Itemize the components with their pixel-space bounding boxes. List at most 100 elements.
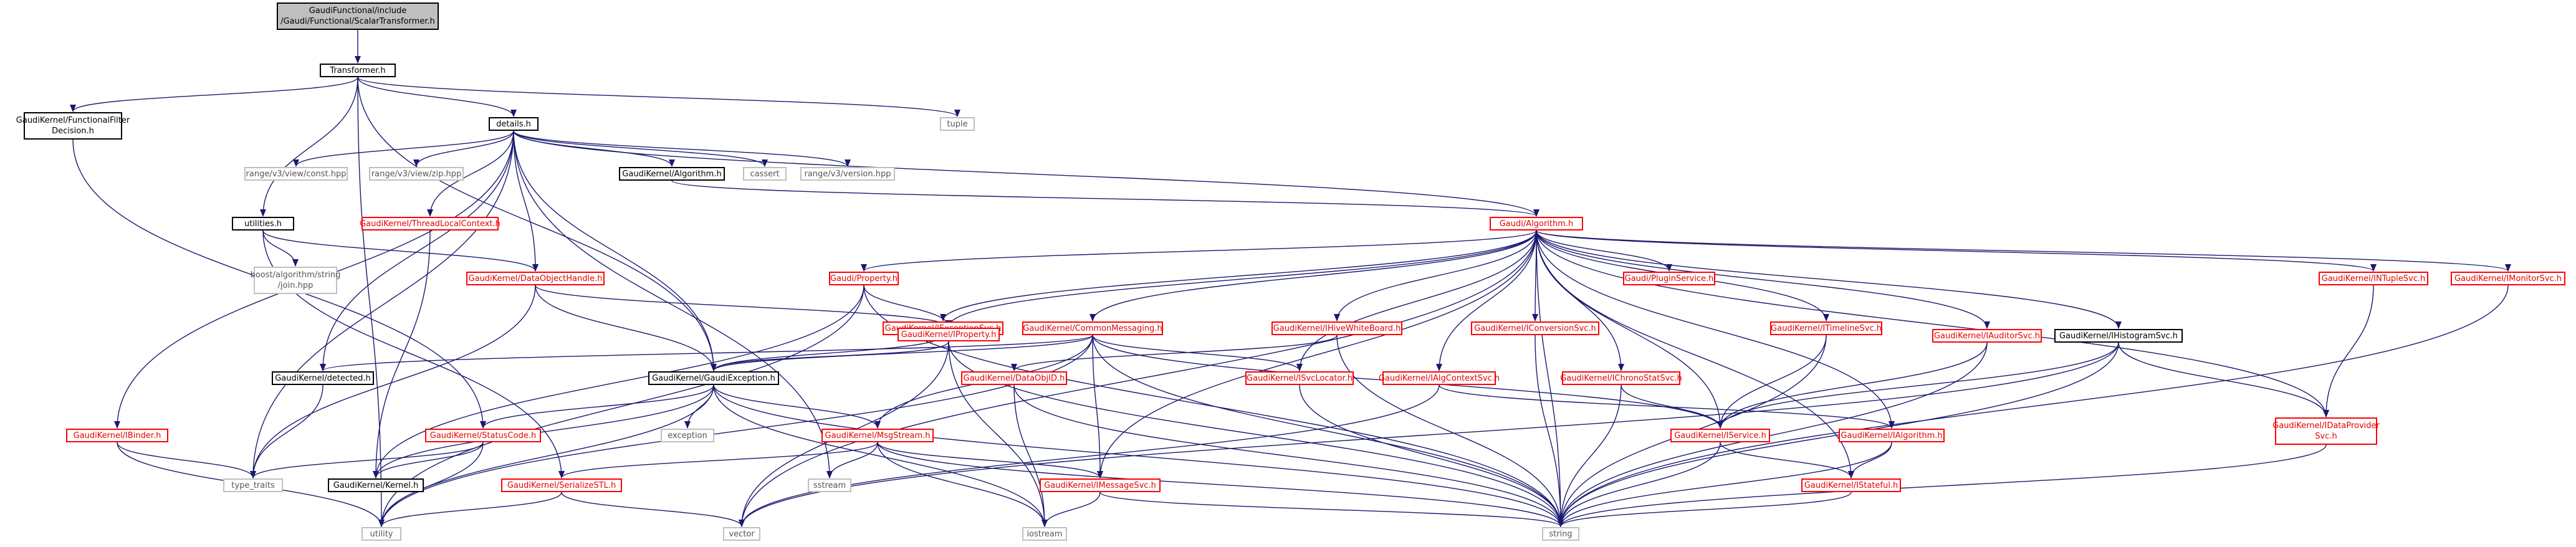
node-ihive-whiteboard-h[interactable]: GaudiKernel/IHiveWhiteBoard.h [1271, 321, 1402, 335]
node-label-line: GaudiKernel/detected.h [275, 373, 371, 383]
edge-details-h-to-thread-local-context-h [427, 130, 514, 217]
edge-gaudi-algorithm-h-to-plugin-service-h [1536, 230, 1672, 272]
edge-gaudi-exception-h-to-exception [684, 384, 714, 429]
node-ichrono-stat-svc-h[interactable]: GaudiKernel/IChronoStatSvc.h [1560, 371, 1682, 385]
node-label-line: GaudiKernel/SerializeSTL.h [507, 480, 616, 490]
edge-iservice-h-to-string [1558, 442, 1721, 527]
node-cassert: cassert [743, 167, 787, 181]
node-istateful-h[interactable]: GaudiKernel/IStateful.h [1801, 478, 1901, 492]
node-ihistogram-svc-h[interactable]: GaudiKernel/IHistogramSvc.h [2054, 329, 2183, 343]
edge-ialg-context-svc-h-to-vector [739, 384, 1440, 527]
node-label-line: Gaudi/Algorithm.h [1499, 219, 1574, 229]
node-label-line: Svc.h [2315, 432, 2337, 441]
node-label-line: GaudiKernel/IBinder.h [73, 430, 161, 440]
node-iauditor-svc-h[interactable]: GaudiKernel/IAuditorSvc.h [1932, 329, 2042, 343]
node-status-code-h[interactable]: GaudiKernel/StatusCode.h [425, 429, 541, 442]
edge-utilities-h-to-data-object-handle-h [262, 230, 539, 272]
node-plugin-service-h[interactable]: Gaudi/PluginService.h [1623, 272, 1715, 285]
node-imonitor-svc-h[interactable]: GaudiKernel/IMonitorSvc.h [2451, 272, 2565, 285]
node-label-line: GaudiKernel/Algorithm.h [622, 169, 722, 179]
edge-common-messaging-h-to-string [1092, 335, 1564, 527]
node-type-traits: type_traits [223, 478, 283, 492]
node-kernel-h[interactable]: GaudiKernel/Kernel.h [328, 478, 424, 492]
node-intuple-svc-h[interactable]: GaudiKernel/INTupleSvc.h [2319, 272, 2428, 285]
node-scalar-transformer-h: GaudiFunctional/include/Gaudi/Functional… [277, 2, 439, 30]
edge-gaudi-algorithm-h-to-imessage-svc-h [1097, 230, 1537, 478]
node-iproperty-h[interactable]: GaudiKernel/IProperty.h [898, 328, 1000, 341]
node-label-line: GaudiKernel/ThreadLocalContext.h [360, 219, 500, 229]
edge-idata-provider-svc-h-to-string [1558, 444, 2327, 527]
edge-gaudi-algorithm-h-to-common-messaging-h [1089, 230, 1537, 321]
node-ialg-context-svc-h[interactable]: GaudiKernel/IAlgContextSvc.h [1379, 371, 1500, 385]
node-thread-local-context-h[interactable]: GaudiKernel/ThreadLocalContext.h [360, 217, 500, 231]
edge-ihive-whiteboard-h-to-data-obj-id-h [1011, 335, 1338, 371]
node-label-line: Gaudi/Property.h [830, 274, 898, 283]
edge-ialgorithm-h-to-istateful-h [1848, 442, 1892, 478]
node-label-line: tuple [947, 119, 968, 129]
edge-msg-stream-h-to-serialize-stl-h [558, 442, 878, 478]
node-gaudi-property-h[interactable]: Gaudi/Property.h [829, 272, 899, 285]
node-imessage-svc-h[interactable]: GaudiKernel/IMessageSvc.h [1040, 478, 1161, 492]
node-itimeline-svc-h[interactable]: GaudiKernel/ITimelineSvc.h [1770, 321, 1882, 335]
node-common-messaging-h[interactable]: GaudiKernel/CommonMessaging.h [1022, 321, 1163, 335]
node-ialgorithm-h[interactable]: GaudiKernel/IAlgorithm.h [1839, 429, 1945, 442]
edge-utilities-h-to-boost-join [262, 230, 299, 267]
edge-details-h-to-gaudi-exception-h [513, 130, 717, 371]
node-label-line: GaudiKernel/GaudiException.h [652, 373, 775, 383]
node-label-line: GaudiKernel/StatusCode.h [429, 430, 537, 440]
node-serialize-stl-h[interactable]: GaudiKernel/SerializeSTL.h [501, 478, 622, 492]
edge-msg-stream-h-to-imessage-svc-h [877, 442, 1103, 478]
edge-transformer-h-to-tuple [357, 77, 960, 117]
node-isvc-locator-h[interactable]: GaudiKernel/ISvcLocator.h [1245, 371, 1354, 385]
edge-ihistogram-svc-h-to-idata-provider-svc-h [2118, 342, 2329, 417]
node-utilities-h[interactable]: utilities.h [232, 217, 294, 231]
edge-gaudi-algorithm-h-to-gaudi-property-h [861, 230, 1537, 272]
node-details-h[interactable]: details.h [489, 117, 539, 131]
edge-details-h-to-sstream [513, 130, 833, 478]
node-ibinder-h[interactable]: GaudiKernel/IBinder.h [66, 429, 168, 442]
node-msg-stream-h[interactable]: GaudiKernel/MsgStream.h [821, 429, 934, 442]
edge-gaudi-algorithm-h-to-vector [739, 230, 1537, 527]
edge-gaudi-algorithm-h-to-imonitor-svc-h [1536, 230, 2511, 272]
node-transformer-h[interactable]: Transformer.h [320, 64, 396, 77]
edge-details-h-to-range-const [293, 130, 514, 167]
node-label-line: string [1549, 529, 1573, 539]
edge-details-h-to-gaudi-algorithm-h [513, 130, 1539, 217]
node-data-object-handle-h[interactable]: GaudiKernel/DataObjectHandle.h [466, 272, 605, 285]
node-boost-join: boost/algorithm/string/join.hpp [251, 267, 340, 294]
node-iostream: iostream [1022, 527, 1067, 541]
node-range-version: range/v3/version.hpp [800, 167, 895, 181]
edge-ichrono-stat-svc-h-to-iservice-h [1621, 384, 1723, 429]
node-label-line: GaudiKernel/IStateful.h [1804, 480, 1898, 490]
node-label-line: GaudiKernel/INTupleSvc.h [2321, 274, 2426, 283]
edge-msg-stream-h-to-sstream [826, 442, 878, 478]
node-data-obj-id-h[interactable]: GaudiKernel/DataObjID.h [961, 371, 1067, 385]
node-iconversion-svc-h[interactable]: GaudiKernel/IConversionSvc.h [1471, 321, 1599, 335]
edge-transformer-h-to-utility [357, 77, 385, 527]
dependency-edges [70, 30, 2511, 527]
node-gaudi-exception-h[interactable]: GaudiKernel/GaudiException.h [648, 371, 779, 385]
node-iservice-h[interactable]: GaudiKernel/IService.h [1670, 429, 1770, 442]
edge-data-object-handle-h-to-iproperty-h [535, 285, 952, 328]
edge-detected-h-to-type-traits [250, 384, 323, 478]
edge-data-obj-id-h-to-string [1013, 384, 1564, 527]
edge-data-object-handle-h-to-gaudi-exception-h [535, 285, 717, 371]
node-sstream: sstream [808, 478, 851, 492]
edge-gaudi-exception-h-to-iostream [713, 384, 1048, 527]
edge-gaudi-algorithm-h-to-ihistogram-svc-h [1536, 230, 2122, 329]
edge-gaudi-algorithm-h-to-ihive-whiteboard-h [1334, 230, 1537, 321]
node-label-line: iostream [1027, 529, 1063, 539]
edge-details-h-to-detected-h [320, 130, 514, 371]
node-label-line: utility [370, 529, 393, 539]
edge-gaudi-property-h-to-kernel-h [373, 285, 864, 478]
edge-iauditor-svc-h-to-iservice-h [1717, 342, 1988, 429]
node-gaudi-algorithm-h[interactable]: Gaudi/Algorithm.h [1490, 217, 1583, 231]
edge-iproperty-h-to-iostream [948, 341, 1048, 527]
node-gk-algorithm-h[interactable]: GaudiKernel/Algorithm.h [619, 167, 725, 181]
node-detected-h[interactable]: GaudiKernel/detected.h [272, 371, 374, 385]
node-label-line: GaudiKernel/IAuditorSvc.h [1933, 331, 2041, 341]
node-label-line: GaudiKernel/DataObjID.h [963, 373, 1065, 383]
